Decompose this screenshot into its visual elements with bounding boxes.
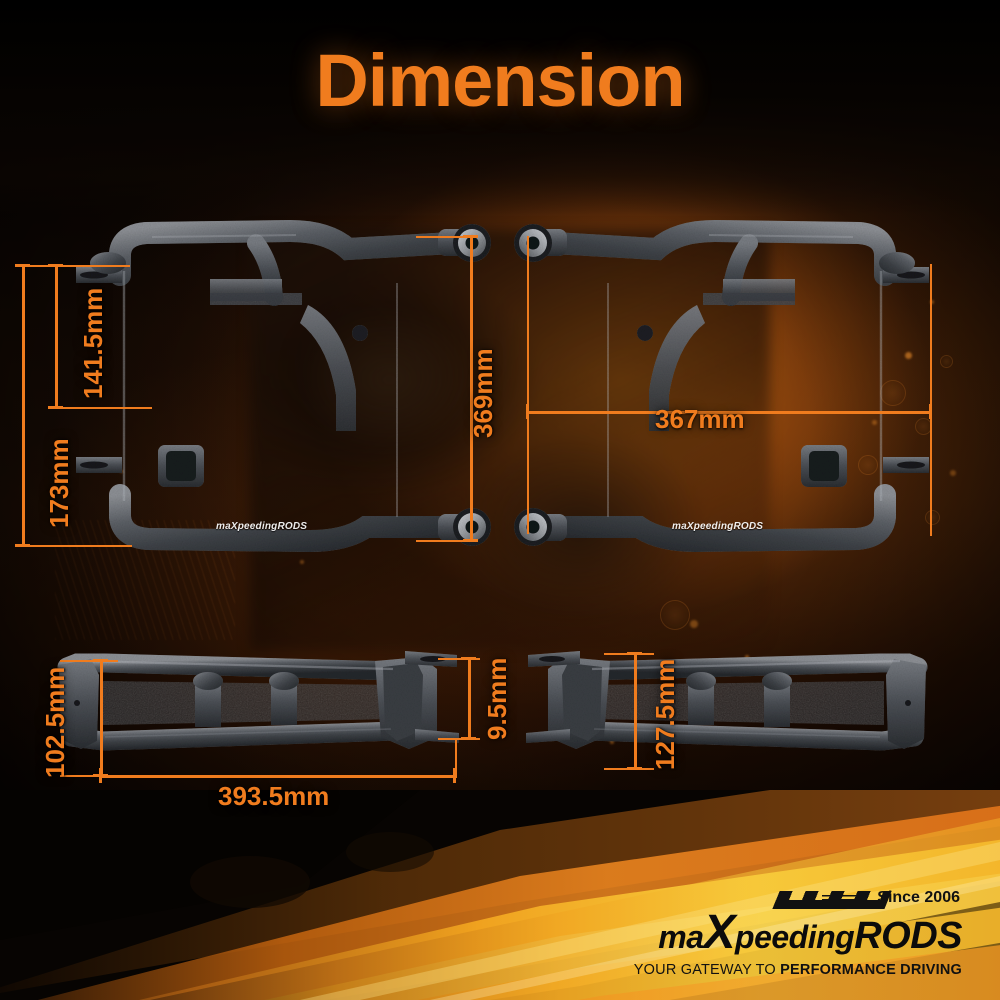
- brand-wordmark: maXpeedingRODS: [658, 909, 962, 957]
- brand-prefix: ma: [658, 919, 704, 955]
- dimension-label-127-5mm: 127.5mm: [650, 658, 680, 770]
- part-front-upper-a-arm-right: [505, 205, 945, 555]
- part-front-upper-a-arm-left: [60, 205, 500, 555]
- page-title: Dimension: [315, 39, 685, 122]
- part-a-arm-side-view-left: [45, 645, 465, 770]
- dimension-label-369mm: 369mm: [468, 348, 498, 438]
- bottom-banner: [0, 790, 1000, 1000]
- brand-tagline: YOUR GATEWAY TO PERFORMANCE DRIVING: [622, 962, 962, 978]
- dimension-label-9-5mm: 9.5mm: [482, 657, 512, 740]
- part-watermark-upper-right: maXpeedingRODS: [672, 521, 764, 532]
- dimension-label-393-5mm: 393.5mm: [218, 781, 330, 811]
- dimension-label-141-5mm: 141.5mm: [78, 287, 108, 399]
- checkered-flag-icon: [772, 891, 892, 909]
- brand-mid: peeding: [735, 919, 855, 955]
- dimension-label-102-5mm: 102.5mm: [40, 666, 70, 778]
- part-watermark-upper-left: maXpeedingRODS: [216, 521, 308, 532]
- since-label: Since 2006: [877, 889, 960, 906]
- part-a-arm-side-view-right: [520, 645, 940, 770]
- tagline-bold: PERFORMANCE DRIVING: [780, 962, 962, 978]
- brand-x: X: [703, 906, 736, 959]
- dimension-label-173mm: 173mm: [44, 438, 74, 528]
- brand-suffix: RODS: [854, 915, 962, 957]
- tagline-light: YOUR GATEWAY TO: [633, 962, 781, 978]
- dimension-label-367mm: 367mm: [655, 404, 745, 434]
- background-top-fade: [0, 0, 1000, 215]
- brand-logo: Since 2006 maXpeedingRODS YOUR GATEWAY T…: [622, 889, 963, 978]
